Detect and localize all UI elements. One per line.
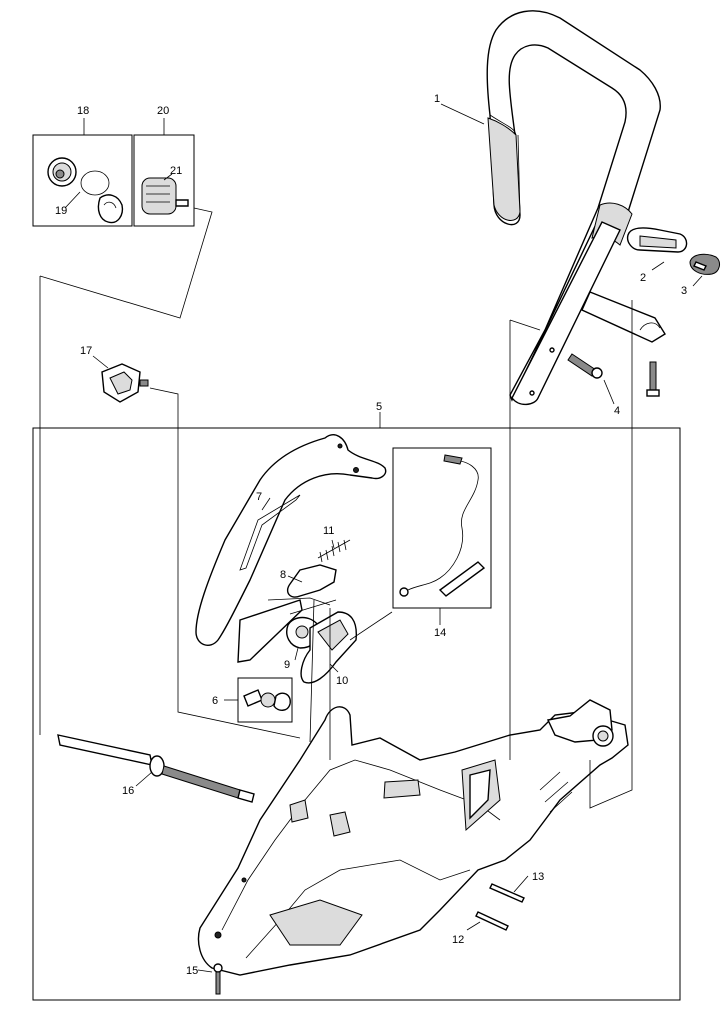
handle-clamp (626, 227, 688, 253)
label-12: 12 (452, 934, 464, 946)
label-7: 7 (256, 491, 262, 503)
label-10: 10 (336, 675, 348, 687)
inset-20-box (133, 134, 195, 227)
screw-vertical (646, 361, 660, 397)
lever-8 (237, 564, 337, 663)
label-6: 6 (212, 695, 218, 707)
label-21: 21 (170, 165, 182, 177)
spring-11 (317, 539, 351, 563)
label-3: 3 (681, 285, 687, 297)
label-11: 11 (323, 525, 334, 537)
trigger-10 (300, 611, 357, 684)
label-4: 4 (614, 405, 620, 417)
label-13: 13 (532, 871, 544, 883)
pin-12 (475, 911, 509, 931)
handle-bar (486, 10, 666, 406)
label-20: 20 (157, 105, 169, 117)
label-17: 17 (80, 345, 92, 357)
label-15: 15 (186, 965, 198, 977)
label-19: 19 (55, 205, 67, 217)
inset-14-box (392, 447, 492, 609)
inset-18-box (32, 134, 133, 227)
label-16: 16 (122, 785, 134, 797)
label-18: 18 (77, 105, 89, 117)
cover-7 (195, 434, 387, 646)
screw-15 (213, 963, 223, 995)
label-1: 1 (434, 93, 440, 105)
label-14: 14 (434, 627, 446, 639)
rod-16 (57, 734, 255, 803)
assembly-box-5 (32, 427, 681, 1001)
label-9: 9 (284, 659, 290, 671)
leader-lines (39, 103, 703, 973)
label-8: 8 (280, 569, 286, 581)
part-6-box (237, 677, 293, 723)
bolt-3 (689, 253, 720, 275)
rear-handle-body (197, 699, 629, 976)
part-17-clip (101, 363, 149, 403)
label-5: 5 (376, 401, 382, 413)
pin-13 (489, 883, 525, 903)
screw-4 (567, 353, 603, 379)
label-2: 2 (640, 272, 646, 284)
